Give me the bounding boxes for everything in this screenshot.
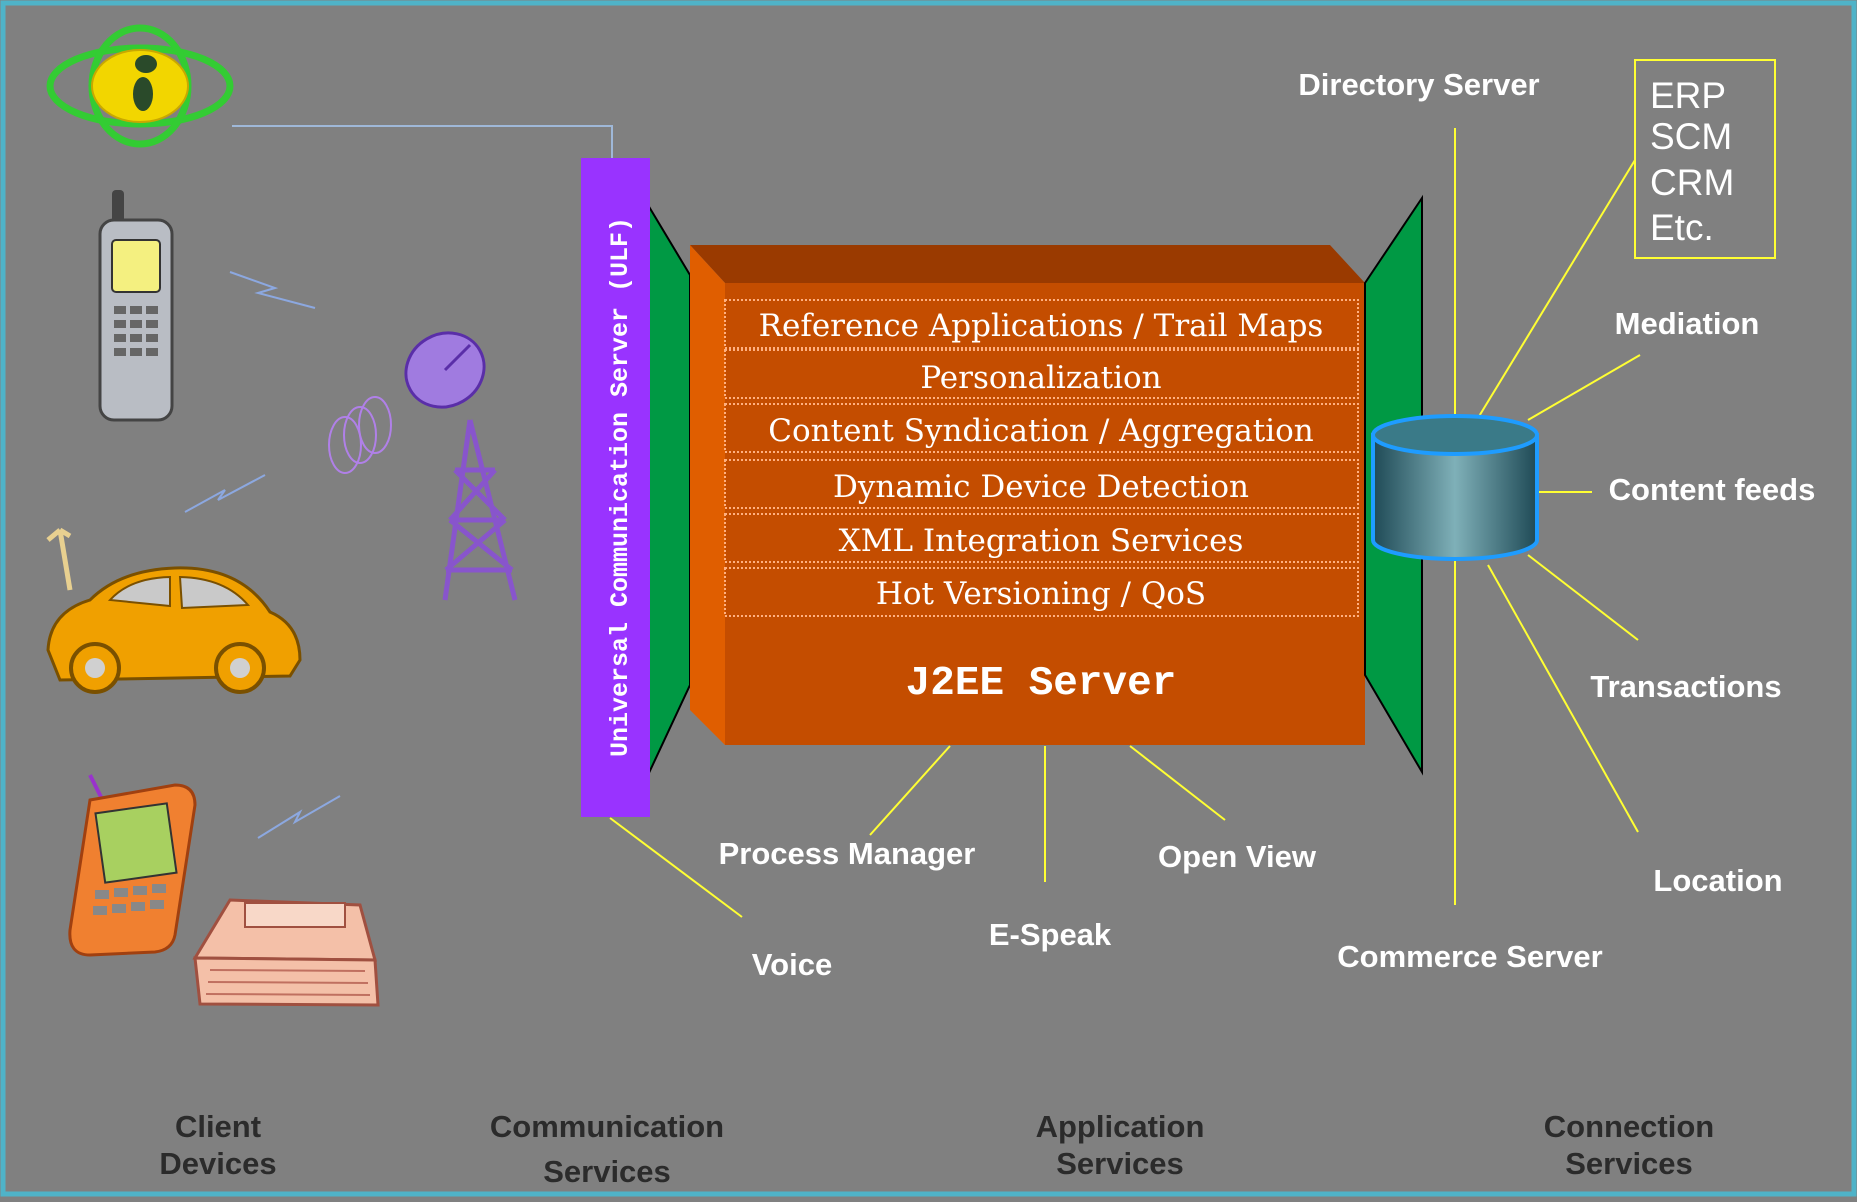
footer-communication-line1: Communication: [490, 1109, 724, 1144]
connector-mediation: [1527, 354, 1641, 421]
laptop-icon: [192, 898, 380, 1007]
label-commerce-server: Commerce Server: [1337, 939, 1602, 974]
label-mediation: Mediation: [1615, 306, 1760, 341]
layer-content-syndication: Content Syndication / Aggregation: [768, 413, 1314, 449]
crm-item: CRM: [1650, 162, 1734, 203]
logo-connector-line: [232, 125, 613, 160]
connector-process-manager: [869, 745, 951, 836]
ucs-bar: [581, 158, 650, 817]
connector-erp: [1477, 159, 1636, 419]
footer-communication-line2: Services: [543, 1154, 671, 1189]
label-open-view: Open View: [1158, 839, 1317, 874]
footer-client-line1: Client: [175, 1109, 261, 1144]
radio-tower-icon: [328, 331, 518, 601]
connector-location: [1487, 564, 1639, 833]
label-location: Location: [1653, 863, 1782, 898]
layer-box: [724, 459, 1359, 509]
layer-box: [724, 299, 1359, 349]
erp-box: [1634, 59, 1776, 259]
layer-xml-integration: XML Integration Services: [839, 523, 1244, 559]
connector-voice: [609, 817, 743, 918]
label-e-speak: E-Speak: [989, 917, 1112, 952]
label-content-feeds: Content feeds: [1609, 472, 1816, 507]
layer-box: [724, 513, 1359, 563]
pda-icon: [68, 774, 197, 957]
layer-device-detection: Dynamic Device Detection: [833, 469, 1249, 505]
scm-item: SCM: [1650, 116, 1732, 157]
connector-open-view: [1129, 745, 1226, 821]
ucs-bar-label: Universal Communication Server (ULF): [606, 217, 635, 757]
footer-application-line2: Services: [1056, 1146, 1184, 1181]
mobile-phone-icon: [98, 190, 174, 422]
layer-box: [724, 567, 1359, 617]
car-icon: [46, 527, 302, 694]
erp-item: ERP: [1650, 75, 1726, 116]
footer-client-line2: Devices: [159, 1146, 276, 1181]
footer-application-line1: Application: [1036, 1109, 1205, 1144]
footer-connection-line1: Connection: [1544, 1109, 1715, 1144]
j2ee-layer-stack: Reference Applications / Trail Maps Pers…: [724, 299, 1359, 617]
ibm-logo-icon: [46, 24, 234, 148]
label-voice: Voice: [752, 947, 832, 982]
layer-box: [724, 403, 1359, 453]
footer-connection-line2: Services: [1565, 1146, 1693, 1181]
layer-personalization: Personalization: [920, 360, 1161, 396]
etc-item: Etc.: [1650, 207, 1714, 248]
label-directory-server: Directory Server: [1298, 67, 1539, 102]
layer-hot-versioning: Hot Versioning / QoS: [876, 576, 1206, 612]
left-green-panel: [647, 201, 691, 776]
layer-reference-applications: Reference Applications / Trail Maps: [759, 308, 1324, 344]
lightning-icon: [184, 271, 341, 839]
label-transactions: Transactions: [1590, 669, 1781, 704]
database-icon: [1371, 414, 1539, 561]
layer-box: [724, 349, 1359, 399]
j2ee-server-title: J2EE Server: [906, 661, 1177, 707]
label-process-manager: Process Manager: [719, 836, 976, 871]
connector-transactions: [1527, 554, 1639, 641]
